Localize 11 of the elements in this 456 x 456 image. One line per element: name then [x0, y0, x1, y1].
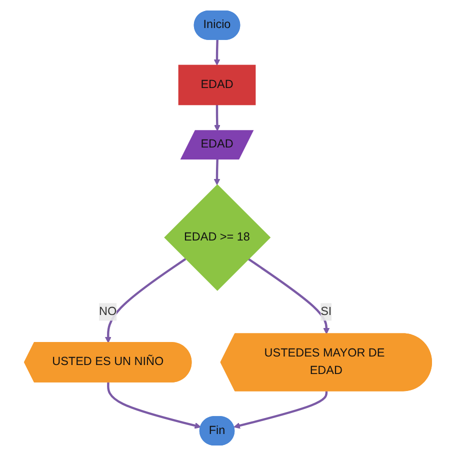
- node-diamond: EDAD >= 18: [164, 184, 271, 291]
- arrow: [214, 40, 220, 66]
- edge-label: NO: [99, 305, 117, 318]
- arrow: [104, 258, 186, 344]
- arrow: [214, 104, 220, 132]
- arrow: [248, 258, 330, 334]
- arrow: [107, 382, 202, 429]
- arrow: [214, 159, 220, 186]
- node-box: EDAD: [178, 64, 256, 106]
- edge-label: SI: [320, 305, 332, 318]
- arrow: [234, 391, 328, 429]
